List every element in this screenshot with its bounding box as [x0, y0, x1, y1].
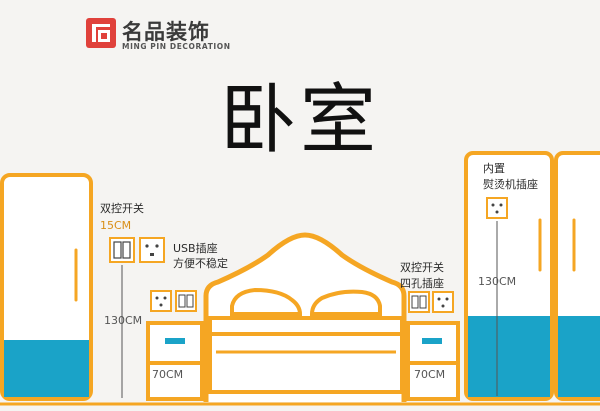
bed [203, 232, 407, 402]
dual-switch-left-icon [109, 237, 135, 263]
socket-switch-right-icon [408, 291, 454, 313]
brand-logo-icon [86, 18, 116, 48]
label-builtin: 内置 [483, 161, 505, 175]
label-dual-switch-right: 双控开关 [400, 260, 444, 274]
brand-subtitle: MING PIN DECORATION [122, 42, 231, 51]
label-ironing-socket: 熨烫机插座 [483, 177, 538, 191]
nightstand-right [406, 321, 460, 401]
label-dual-switch-left: 双控开关 [100, 201, 144, 215]
label-wardrobe-right-height: 130CM [478, 275, 516, 288]
label-nightstand-right-height: 70CM [414, 368, 445, 381]
label-usb-socket: USB插座 [173, 241, 218, 255]
wardrobe-left [0, 173, 93, 401]
label-wall-height-left: 130CM [104, 314, 142, 327]
ironing-socket-icon [486, 197, 508, 219]
usb-socket-icon [139, 237, 165, 263]
label-four-hole-socket: 四孔插座 [400, 276, 444, 290]
label-nightstand-left-height: 70CM [152, 368, 183, 381]
room-title: 卧室 [220, 75, 380, 164]
socket-switch-left-icon [150, 290, 197, 312]
label-switch-height-left: 15CM [100, 219, 131, 232]
label-usb-socket-note: 方便不稳定 [173, 256, 228, 270]
wardrobe-right-outer [554, 151, 600, 401]
nightstand-left [146, 321, 204, 401]
brand-name: 名品装饰 [122, 20, 210, 44]
